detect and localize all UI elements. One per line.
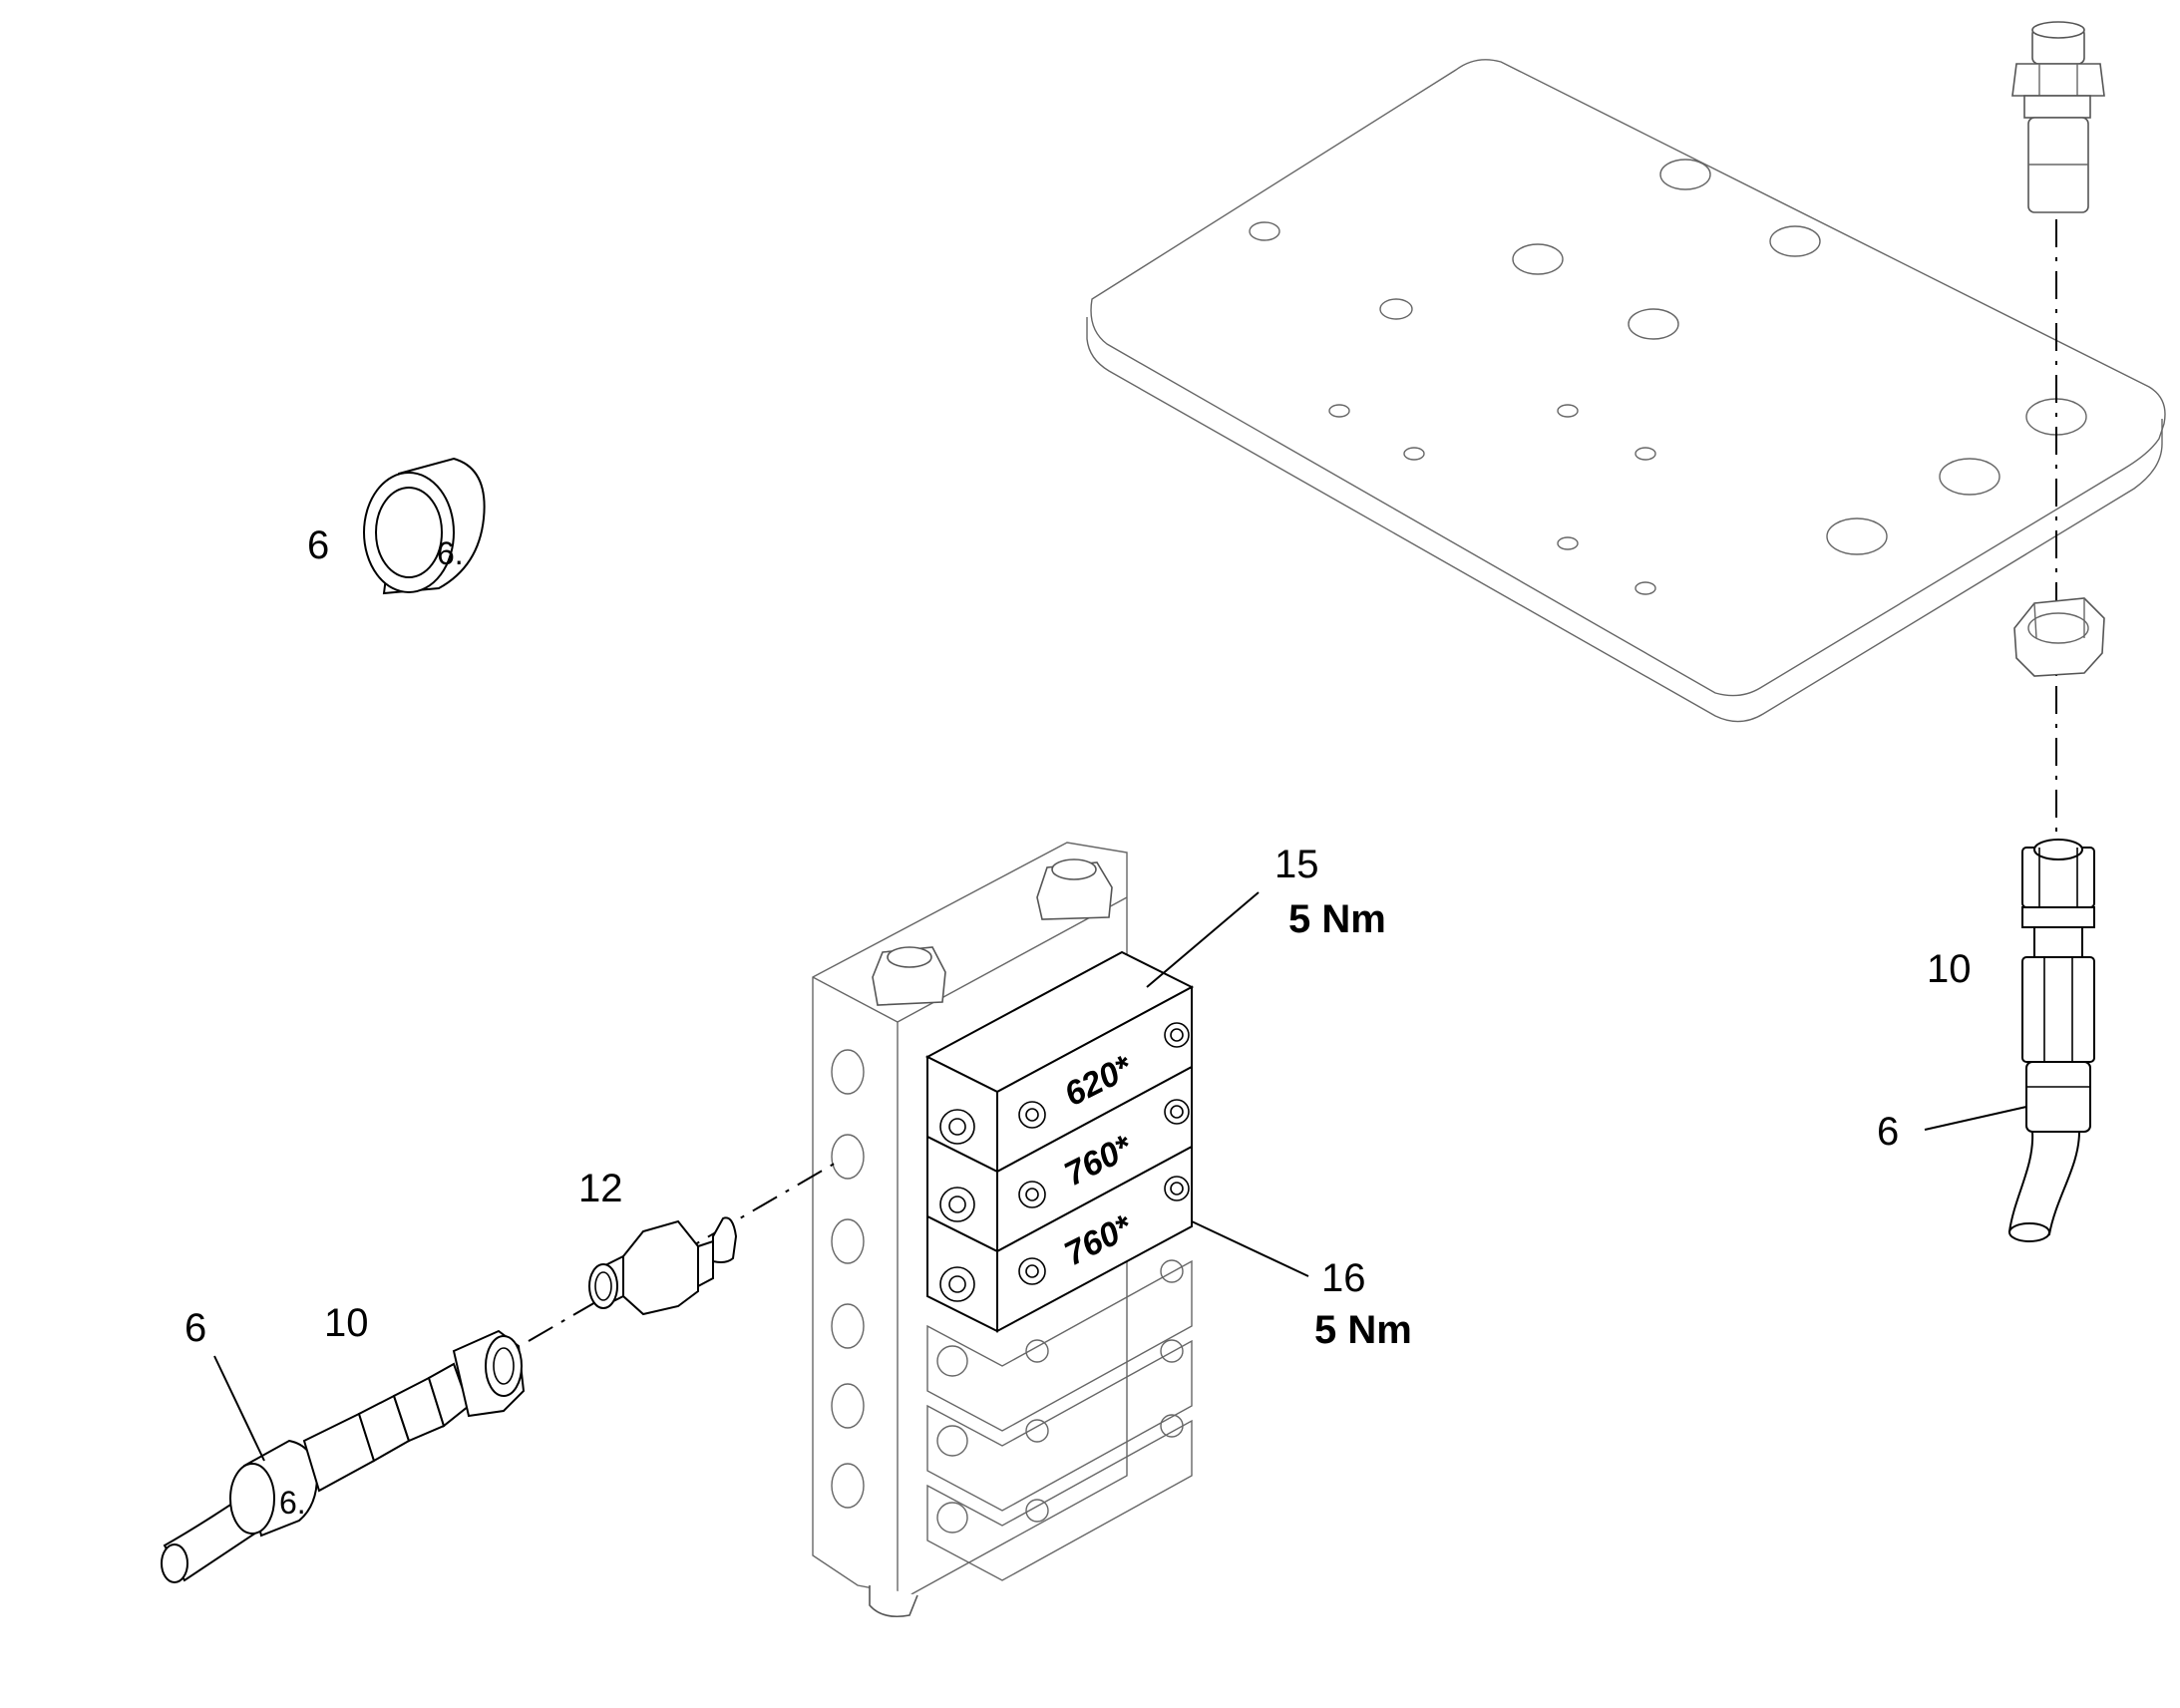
callout-hose-left-fitting: 10 — [324, 1301, 369, 1345]
ring-stamp: 6. — [437, 535, 464, 571]
top-caps — [872, 858, 1113, 1006]
callout-hose-left-ring: 6 — [184, 1306, 206, 1350]
distributor-block: 620* 760* 760* — [812, 842, 1195, 1618]
callout-cover-top-torque: 5 Nm — [1288, 897, 1386, 941]
leader-hose-right-ring — [1924, 1106, 2027, 1131]
hex-nut — [2013, 597, 2105, 677]
callout-labels: 6 6 10 12 15 5 Nm 16 5 Nm 10 6 — [184, 523, 2027, 1462]
hose-assembly-left: 6. — [161, 1329, 526, 1583]
outlet-ports — [831, 1049, 865, 1509]
callout-cover-top: 15 — [1274, 843, 1319, 886]
bottom-stub — [869, 1585, 918, 1618]
callout-ring-top-left: 6 — [307, 523, 329, 567]
ring-part: 6. — [363, 457, 486, 595]
callout-adapter: 12 — [578, 1167, 623, 1210]
bulkhead-fitting — [2011, 21, 2105, 213]
hose-ring-stamp: 6. — [279, 1485, 306, 1521]
metering-section-3: 760* — [926, 1145, 1193, 1333]
hose-assembly-right — [2007, 839, 2095, 1242]
leader-hose-left-ring — [213, 1355, 265, 1462]
leader-cover-bottom — [1191, 1220, 1309, 1277]
callout-cover-bottom: 16 — [1321, 1256, 1366, 1300]
adapter-part — [588, 1216, 738, 1316]
callout-hose-right-fitting: 10 — [1927, 947, 1972, 991]
lower-sections — [926, 1259, 1193, 1581]
callout-hose-right-ring: 6 — [1877, 1110, 1899, 1154]
mounting-plate — [1086, 59, 2166, 723]
callout-cover-bottom-torque: 5 Nm — [1314, 1308, 1412, 1352]
leader-cover-top — [1146, 891, 1260, 988]
